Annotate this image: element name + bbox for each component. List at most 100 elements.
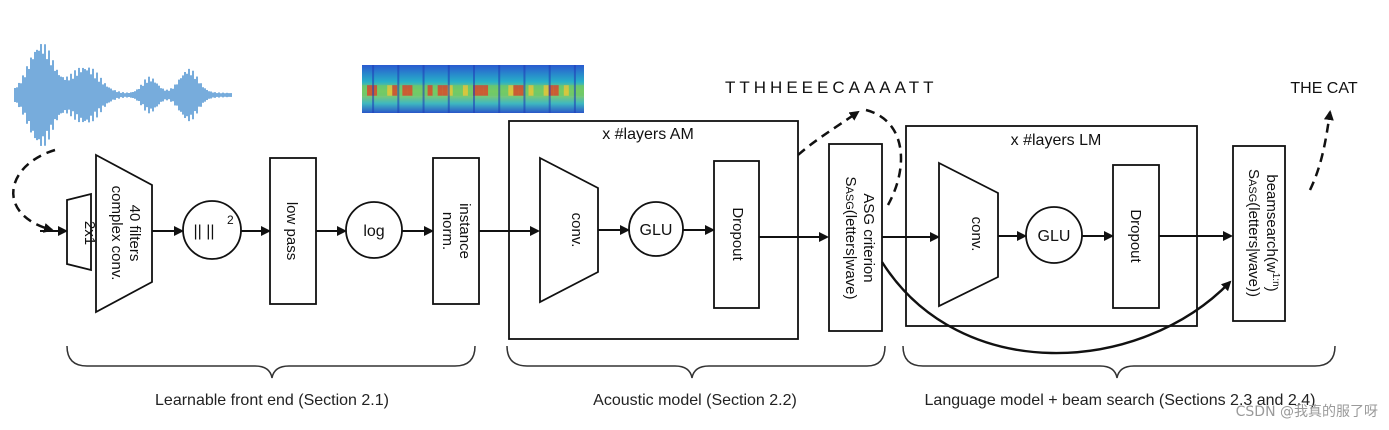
spectrogram-band (407, 85, 413, 96)
spectrogram-column (473, 65, 475, 113)
spectrogram-band (488, 85, 494, 96)
spectrogram-band (387, 85, 393, 96)
beam-s: S (1245, 169, 1262, 179)
spectrogram-band (538, 85, 544, 96)
acoustic-model-box: x #layers AM conv. GLU Dropout (508, 120, 829, 340)
spectrogram-column (397, 65, 400, 113)
asg-criterion-block: ASG criterion SASG(letters|wave) (828, 143, 883, 332)
spectrogram-band (528, 85, 534, 96)
spectrogram-band (558, 85, 564, 96)
spectrogram-band (397, 85, 403, 96)
spectrogram-band (412, 85, 418, 96)
log-node: log (345, 201, 403, 259)
squared-modulus-op: || || (193, 223, 214, 240)
section-label-language: Language model + beam search (Sections 2… (925, 392, 1316, 409)
spectrogram-column (548, 65, 551, 113)
stride-label: 2x1 (81, 221, 98, 245)
acoustic-dropout-block (713, 160, 760, 309)
svg-text:beamsearch(w1:n): beamsearch(w1:n) (1263, 174, 1281, 291)
squared-modulus-exp: 2 (227, 213, 234, 227)
spectrogram-band (548, 85, 554, 96)
acoustic-model-title: x #layers AM (602, 126, 694, 143)
lm-glu-label: GLU (1038, 228, 1071, 245)
beam-line1-a: beamsearch(w (1263, 174, 1280, 273)
spectrogram-column (447, 65, 450, 113)
spectrogram-band (452, 85, 458, 96)
spectrogram-band (513, 85, 519, 96)
spectrogram-band (543, 85, 549, 96)
input-dashed-arrow (11, 148, 56, 233)
spectrogram-band (503, 85, 509, 96)
spectrogram-band (493, 85, 499, 96)
spectrogram-band (447, 85, 453, 96)
stride-block: 2x1 (66, 192, 98, 272)
beam-line1-sup: 1:n (1270, 273, 1281, 287)
language-model-title: x #layers LM (1011, 132, 1102, 149)
instance-norm-label-2: norm. (439, 212, 456, 250)
spectrogram-band (498, 85, 504, 96)
low-pass-label: low pass (283, 202, 300, 260)
final-output: THE CAT (1290, 80, 1357, 97)
spectrogram-band (362, 85, 368, 96)
spectrogram-column (523, 65, 526, 113)
beam-sub: ASG (1246, 179, 1258, 202)
instance-norm-block: instance norm. (432, 157, 480, 305)
spectrogram-band (367, 85, 373, 96)
asg-dashed-loop-up (797, 110, 860, 156)
spectrogram-band (462, 85, 468, 96)
spectrogram-band (573, 85, 579, 96)
asg-line1: ASG criterion (860, 193, 877, 282)
spectrogram-band (382, 85, 388, 96)
spectrogram-column (372, 65, 375, 113)
spectrogram-band (372, 85, 378, 96)
lm-dropout-label: Dropout (1127, 209, 1144, 263)
spectrogram-column (573, 65, 576, 113)
asg-s: S (842, 176, 859, 186)
asg-rest: (letters|wave) (842, 210, 859, 300)
spectrogram-band (478, 85, 484, 96)
complex-conv-label-2: complex conv. (108, 186, 125, 281)
spectrogram-band (442, 85, 448, 96)
spectrogram-band (533, 85, 539, 96)
spectrogram-band (457, 85, 463, 96)
lm-conv-label: conv. (968, 217, 985, 252)
complex-conv-block: 40 filters complex conv. (95, 153, 153, 314)
spectrogram-band (432, 85, 438, 96)
spectrogram-band (417, 85, 423, 96)
spectrogram-image (362, 65, 584, 113)
spectrogram-band (483, 85, 489, 96)
spectrogram-band (553, 85, 559, 96)
section-label-acoustic: Acoustic model (Section 2.2) (593, 392, 797, 409)
asg-dashed-loop-right (865, 108, 903, 206)
spectrogram-band (568, 85, 574, 96)
spectrogram-column (422, 65, 425, 113)
watermark: CSDN @我真的服了呀 (1236, 404, 1378, 420)
spectrogram-band (402, 85, 408, 96)
spectrogram-band (377, 85, 383, 96)
spectrogram-column (498, 65, 501, 113)
asg-bypass-arrow (880, 261, 1232, 355)
svg-text:SASG(letters|wave): SASG(letters|wave) (842, 176, 859, 299)
svg-text:SASG(letters|wave)): SASG(letters|wave)) (1245, 169, 1262, 297)
beam-search-block: beamsearch(w1:n) SASG(letters|wave)) (1232, 145, 1286, 322)
spectrogram-band (427, 85, 433, 96)
waveform-image (14, 44, 232, 146)
complex-conv-label-1: 40 filters (126, 205, 143, 262)
acoustic-glu-label: GLU (640, 222, 673, 239)
section-braces (66, 345, 1336, 379)
spectrogram-band (467, 85, 473, 96)
squared-modulus-node: || || 2 (182, 200, 242, 260)
section-label-frontend: Learnable front end (Section 2.1) (155, 392, 389, 409)
asg-sub: ASG (843, 187, 855, 210)
spectrogram-band (392, 85, 398, 96)
log-label: log (363, 223, 384, 240)
spectrogram-band (563, 85, 569, 96)
acoustic-dropout-label: Dropout (729, 207, 746, 261)
beam-rest: (letters|wave)) (1245, 202, 1262, 297)
spectrogram-band (523, 85, 529, 96)
spectrogram-band (473, 85, 479, 96)
spectrogram-band (518, 85, 524, 96)
letters-output: TTHHEEECAAAATT (725, 78, 937, 97)
spectrogram-band (422, 85, 428, 96)
beam-line1-b: ) (1263, 287, 1280, 292)
